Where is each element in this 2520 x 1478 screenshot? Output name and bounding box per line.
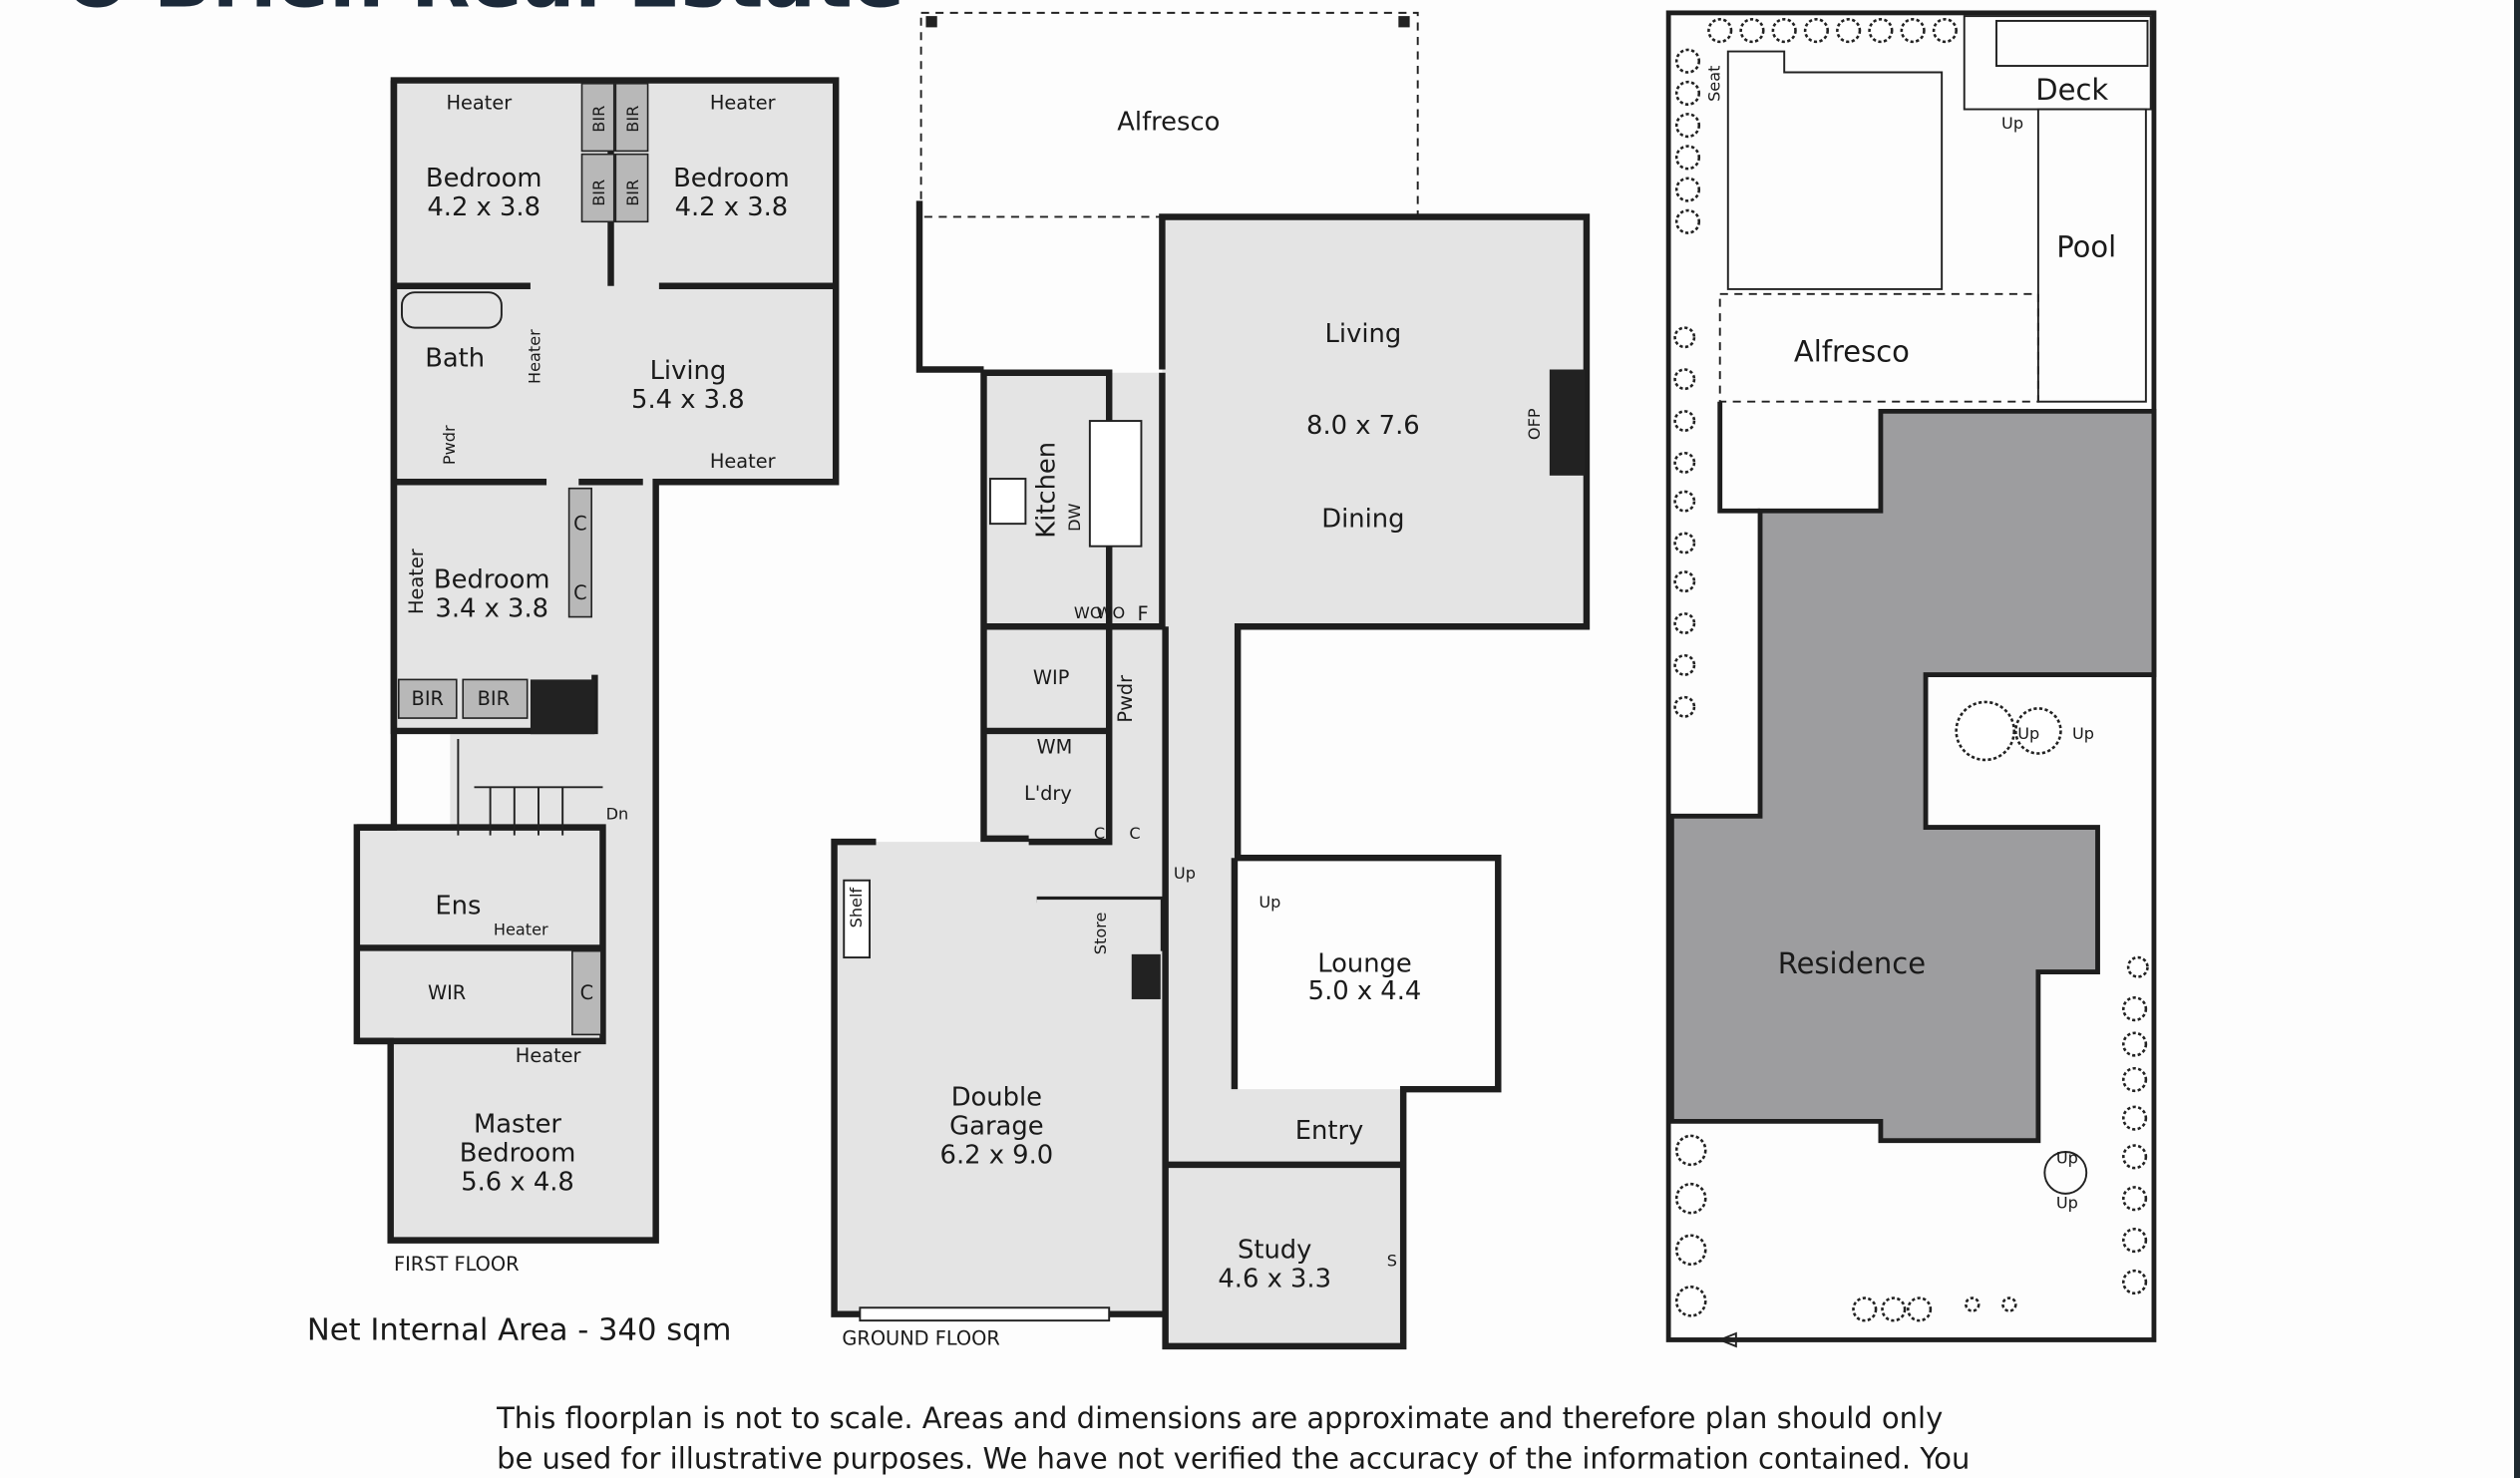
shelf-label: Shelf <box>847 888 866 928</box>
room-name: Kitchen <box>1031 442 1061 539</box>
fridge-label: F <box>1137 602 1148 625</box>
wall-oven-label: WO <box>1097 603 1126 622</box>
ground-floor-plan: Alfresco Living 8.0 x 7.6 Dining OFP Kit… <box>831 11 1591 1349</box>
room-dimensions: 5.6 x 4.8 <box>461 1168 574 1198</box>
site-plan: Deck Up Pool Seat Alfresco Residence Up … <box>1665 10 2157 1348</box>
room-dimensions: 5.0 x 4.4 <box>1308 976 1422 1006</box>
pwdr-label: Pwdr <box>440 425 459 465</box>
dishwasher-label: DW <box>1065 503 1084 531</box>
room-name: Bedroom <box>434 565 550 595</box>
agency-title: O'Brien Real Estate <box>64 0 904 25</box>
bir-label: BIR <box>623 106 642 133</box>
cupboard-label: C <box>573 581 587 604</box>
cupboard-label: C <box>573 513 587 536</box>
area-label: Pool <box>2056 230 2116 264</box>
seat-label: Seat <box>1705 66 1724 102</box>
stairs-up-label: Up <box>2001 114 2023 133</box>
disclaimer-line: be used for illustrative purposes. We ha… <box>497 1441 1970 1475</box>
room-name: WIR <box>428 981 466 1004</box>
heater-label: Heater <box>494 921 548 939</box>
area-label: Alfresco <box>1794 334 1910 368</box>
heater-label: Heater <box>516 1044 581 1067</box>
area-label: Deck <box>2035 73 2108 107</box>
stairs-up-label: Up <box>2056 1193 2078 1212</box>
net-internal-area: Net Internal Area - 340 sqm <box>307 1312 732 1347</box>
residence-footprint <box>1668 408 2157 1144</box>
room-name: Dining <box>1321 504 1404 534</box>
room-dimensions: 4.6 x 3.3 <box>1218 1264 1331 1293</box>
bir-label: BIR <box>412 687 444 710</box>
room-name: Entry <box>1295 1116 1364 1146</box>
washing-machine-label: WM <box>1036 736 1072 759</box>
room-dimensions: 8.0 x 7.6 <box>1306 411 1420 441</box>
room-name: Bedroom <box>460 1139 576 1169</box>
heater-label: Heater <box>446 92 512 115</box>
room-name: Master <box>474 1110 561 1140</box>
area-label: Residence <box>1778 946 1926 980</box>
disclaimer-line: This floorplan is not to scale. Areas an… <box>496 1401 1943 1435</box>
stairs-down-label: Dn <box>606 805 629 824</box>
stairs-up-label: Up <box>2017 724 2039 743</box>
stairs-up-label: Up <box>2056 1148 2078 1167</box>
room-dimensions: 4.2 x 3.8 <box>427 192 540 222</box>
room-name: Double <box>951 1082 1042 1112</box>
bir-label: BIR <box>478 687 510 710</box>
area-label: Alfresco <box>1117 107 1220 137</box>
room-name: Living <box>1325 319 1402 349</box>
floor-label: FIRST FLOOR <box>394 1253 520 1276</box>
room-name: Bedroom <box>426 164 542 193</box>
room-name: Store <box>1091 913 1110 955</box>
room-name: Lounge <box>1317 949 1412 979</box>
cupboard-label: C <box>1129 824 1140 843</box>
stairs-up-label: Up <box>1174 864 1196 883</box>
stairs-up-label: Up <box>1259 893 1280 912</box>
cupboard-label: C <box>1094 824 1105 843</box>
room-name: Garage <box>949 1111 1043 1141</box>
bir-label: BIR <box>589 106 608 133</box>
room-name: WIP <box>1033 666 1069 689</box>
room-name: Ens <box>435 892 481 922</box>
stairs-up-label: Up <box>2072 724 2094 743</box>
room-name: Bath <box>425 343 485 373</box>
floor-label: GROUND FLOOR <box>842 1326 999 1349</box>
first-floor-plan: Heater Heater BIR BIR BIR BIR Bedroom 4.… <box>353 77 840 1276</box>
room-name: Pwdr <box>1114 675 1137 723</box>
fireplace-label: OFP <box>1525 408 1544 440</box>
cupboard-label: C <box>580 981 594 1004</box>
room-dimensions: 6.2 x 9.0 <box>940 1140 1054 1170</box>
room-name: L'dry <box>1024 782 1072 805</box>
heater-label: Heater <box>405 549 428 614</box>
room-dimensions: 4.2 x 3.8 <box>675 192 789 222</box>
bir-label: BIR <box>623 180 642 206</box>
room-dimensions: 5.4 x 3.8 <box>631 385 745 415</box>
room-name: Study <box>1238 1235 1311 1265</box>
heater-label: Heater <box>526 329 544 384</box>
room-name: Living <box>650 356 727 386</box>
window-edge <box>2514 0 2520 1478</box>
heater-label: Heater <box>710 450 776 473</box>
bir-label: BIR <box>589 180 608 206</box>
heater-label: Heater <box>710 92 776 115</box>
shelf-label: S <box>1387 1251 1397 1270</box>
room-dimensions: 3.4 x 3.8 <box>435 594 548 624</box>
trees <box>1673 18 2149 1322</box>
room-name: Bedroom <box>673 164 790 193</box>
wall-oven-label: WO <box>1074 603 1103 622</box>
